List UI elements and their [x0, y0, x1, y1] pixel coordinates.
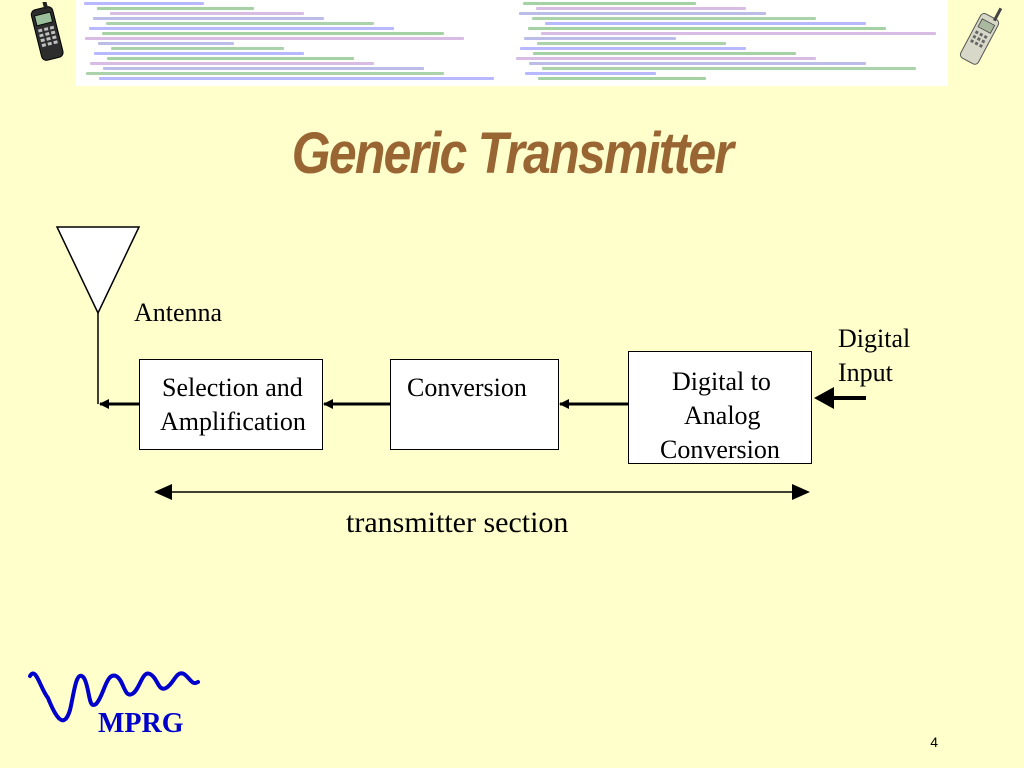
code-line: [86, 72, 444, 75]
mprg-wave-logo: [28, 671, 200, 723]
code-line: [525, 72, 656, 75]
selection-amplification-block: [139, 359, 323, 450]
page-number: 4: [930, 734, 938, 750]
code-line: [524, 37, 676, 40]
code-line: [94, 52, 304, 55]
transmitter-section-label: transmitter section: [346, 506, 569, 539]
code-line: [528, 27, 886, 30]
conversion-block: [390, 359, 559, 450]
code-line: [533, 52, 796, 55]
code-line: [107, 57, 354, 60]
code-line: [545, 22, 866, 25]
code-line: [110, 12, 304, 15]
selection-amplification-line2: Amplification: [160, 407, 306, 436]
digital-input-label-line2: Input: [838, 358, 893, 387]
code-line: [103, 67, 424, 70]
code-line: [541, 32, 936, 35]
cell-phone-icon: [30, 2, 64, 61]
arrow-digital-input-head: [814, 387, 834, 409]
code-line: [516, 57, 816, 60]
code-line: [84, 2, 204, 5]
code-line: [90, 62, 374, 65]
cell-phone-icon: [959, 7, 1003, 65]
digital-input-label-line1: Digital: [838, 324, 911, 353]
antenna-label: Antenna: [134, 298, 223, 327]
code-line: [97, 7, 254, 10]
dac-label-line2: Analog: [684, 401, 761, 430]
span-arrow-right-head: [792, 484, 810, 500]
code-line: [536, 7, 746, 10]
code-snippet-right: [516, 0, 936, 86]
code-line: [111, 47, 284, 50]
slide-title: Generic Transmitter: [291, 121, 734, 186]
code-snippet-left: [84, 0, 504, 86]
conversion-label: Conversion: [407, 373, 527, 402]
code-line: [106, 22, 374, 25]
code-line: [102, 32, 444, 35]
dac-label-line1: Digital to: [672, 367, 771, 396]
code-line: [99, 77, 494, 80]
code-line: [532, 17, 816, 20]
code-line: [89, 27, 394, 30]
code-line: [85, 37, 464, 40]
mprg-logo-text: MPRG: [98, 708, 184, 739]
selection-amplification-line1: Selection and: [162, 373, 303, 402]
code-line: [98, 42, 234, 45]
code-line: [542, 67, 916, 70]
code-banner-image: [76, 0, 948, 86]
code-line: [537, 42, 726, 45]
dac-block: [628, 351, 812, 464]
code-line: [520, 47, 746, 50]
code-line: [523, 2, 696, 5]
code-line: [519, 12, 766, 15]
code-line: [538, 77, 706, 80]
code-line: [529, 62, 866, 65]
span-arrow-left-head: [154, 484, 172, 500]
code-line: [93, 17, 324, 20]
dac-label-line3: Conversion: [660, 435, 780, 464]
antenna-icon: [55, 226, 141, 315]
